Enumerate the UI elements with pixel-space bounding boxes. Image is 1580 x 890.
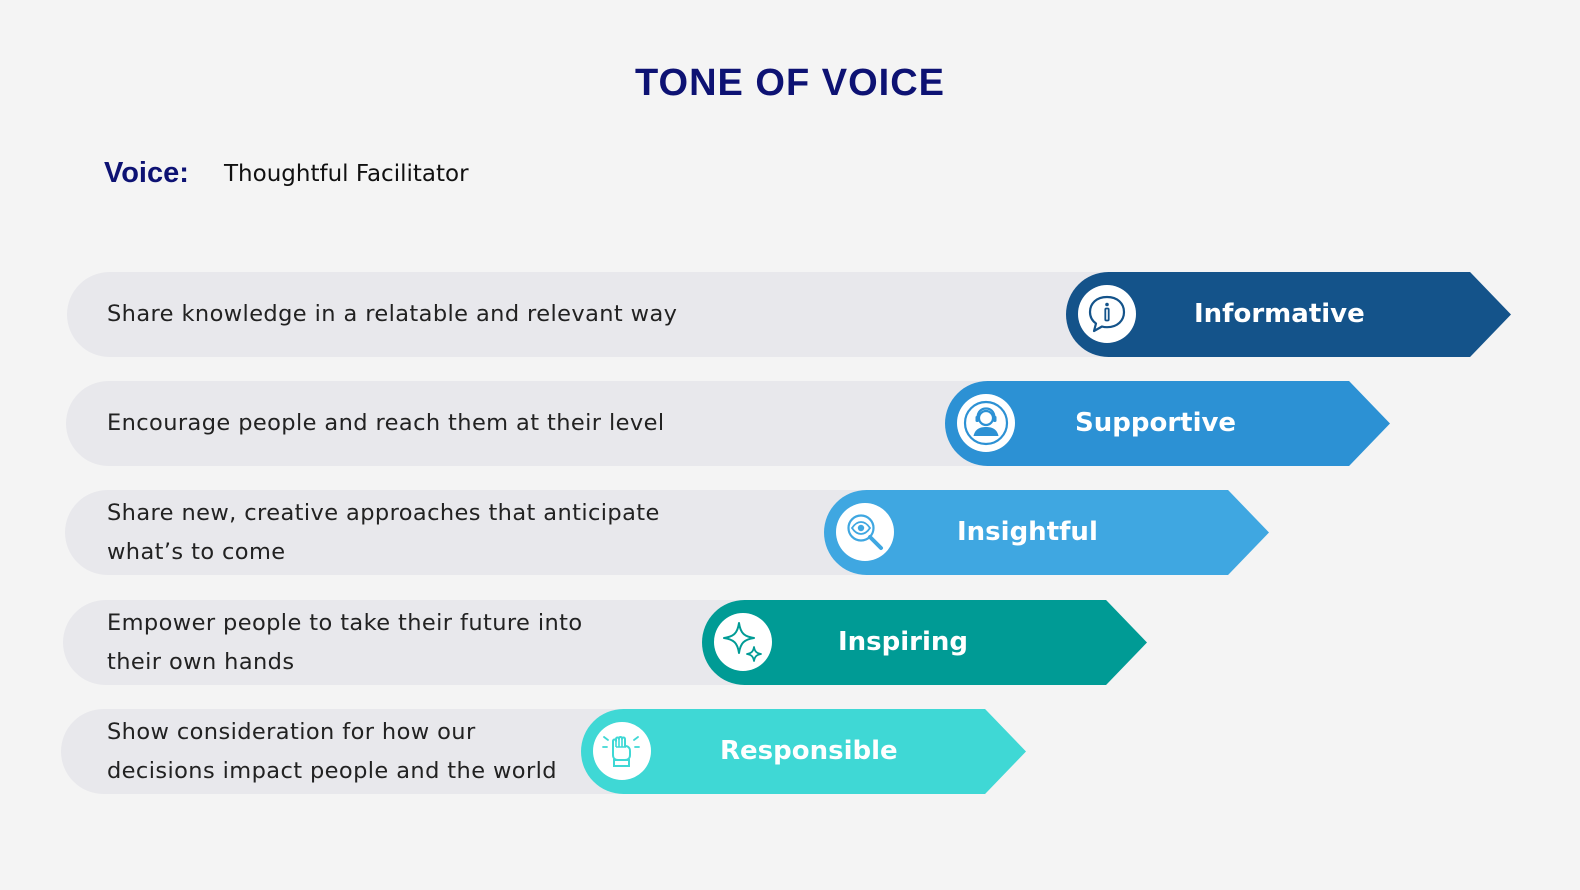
eye-magnifier-icon: [836, 503, 894, 561]
tone-label: Insightful: [957, 517, 1098, 547]
tone-row-responsible: Show consideration for how our decisions…: [0, 709, 1580, 794]
sparkle-icon: [714, 613, 772, 671]
tone-ribbon: Insightful: [824, 490, 1269, 575]
tone-row-informative: Share knowledge in a relatable and relev…: [0, 272, 1580, 357]
description-line: Encourage people and reach them at their…: [107, 410, 665, 436]
tone-label: Responsible: [720, 736, 898, 766]
raised-fist-icon: [593, 722, 651, 780]
description-line: Share new, creative approaches that anti…: [107, 500, 660, 526]
tone-row-background: [66, 381, 1026, 466]
tone-row-supportive: Encourage people and reach them at their…: [0, 381, 1580, 466]
voice-label: Voice:: [104, 157, 189, 189]
tone-row-description: Share knowledge in a relatable and relev…: [107, 295, 677, 334]
description-line: their own hands: [107, 649, 295, 675]
support-agent-icon: [957, 394, 1015, 452]
tone-label: Inspiring: [838, 627, 969, 657]
tone-label: Informative: [1194, 299, 1365, 329]
tone-row-background: [63, 600, 783, 685]
description-line: Empower people to take their future into: [107, 610, 583, 636]
tone-row-description: Show consideration for how our decisions…: [107, 713, 557, 791]
tone-ribbon: Responsible: [581, 709, 1026, 794]
info-speech-bubble-icon: [1078, 285, 1136, 343]
voice-value: Thoughtful Facilitator: [224, 161, 469, 187]
tone-row-insightful: Share new, creative approaches that anti…: [0, 490, 1580, 575]
tone-row-description: Empower people to take their future into…: [107, 604, 583, 682]
tone-ribbon: Informative: [1066, 272, 1511, 357]
tone-row-description: Encourage people and reach them at their…: [107, 404, 665, 443]
tone-ribbon: Supportive: [945, 381, 1390, 466]
description-line: Show consideration for how our: [107, 719, 476, 745]
tone-ribbon: Inspiring: [702, 600, 1147, 685]
tone-row-background: [67, 272, 1147, 357]
description-line: Share knowledge in a relatable and relev…: [107, 301, 678, 327]
tone-row-inspiring: Empower people to take their future into…: [0, 600, 1580, 685]
tone-row-description: Share new, creative approaches that anti…: [107, 494, 660, 572]
tone-row-background: [65, 490, 905, 575]
page-title: TONE OF VOICE: [634, 62, 945, 104]
description-line: decisions impact people and the world: [107, 758, 557, 784]
description-line: what’s to come: [107, 539, 286, 565]
tone-label: Supportive: [1075, 408, 1237, 438]
tone-row-background: [61, 709, 661, 794]
